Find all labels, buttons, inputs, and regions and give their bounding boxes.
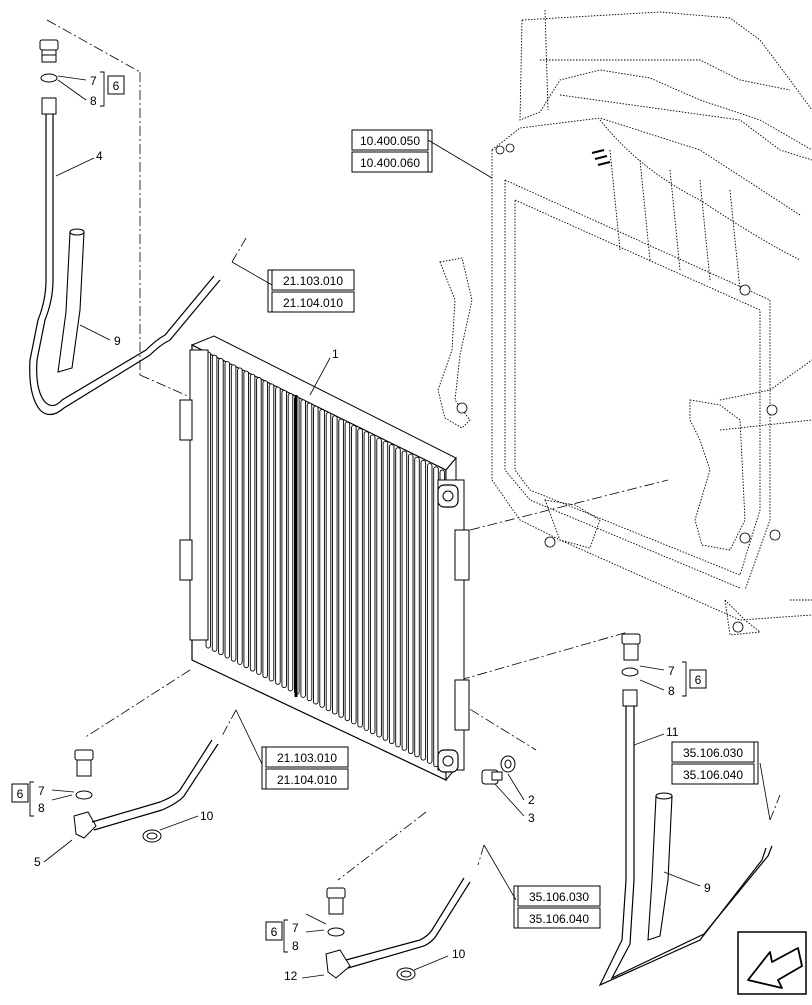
fitting-right — [621, 633, 641, 707]
cooler-fin — [249, 373, 256, 672]
callout-c-3: 3 — [528, 811, 535, 825]
callout-ll-7: 7 — [38, 784, 45, 798]
cooler-fin — [388, 444, 395, 745]
cooler-fin — [351, 424, 357, 725]
ref-bottom-mid-a[interactable]: 35.106.030 — [529, 890, 589, 904]
cooler-fin — [338, 418, 344, 718]
fitting-lower-left — [73, 749, 97, 839]
cooler-fin — [344, 421, 351, 722]
callout-ll-8: 8 — [38, 801, 45, 815]
cooler-fin — [414, 456, 420, 758]
ref-top-right-b[interactable]: 10.400.060 — [360, 156, 420, 170]
cooler-fin — [243, 370, 249, 669]
callout-b-7: 7 — [292, 921, 299, 935]
cooler-fin — [268, 383, 275, 682]
cooler-fin — [218, 357, 224, 656]
ref-right-mid-b[interactable]: 35.106.040 — [683, 768, 743, 782]
pipe-4 — [29, 114, 221, 416]
cooler-fin — [230, 364, 237, 662]
cooler-fin — [407, 453, 414, 755]
reference-boxes — [11, 75, 759, 941]
boxed-label-bottom[interactable]: 6 — [271, 925, 278, 939]
callout-r-9: 9 — [704, 881, 711, 895]
clamp-10-bottom — [396, 967, 416, 981]
cooler-fin — [420, 459, 427, 761]
cooler-fin — [262, 380, 268, 679]
cooler-1 — [179, 335, 470, 782]
pipe-12 — [345, 877, 471, 969]
cooler-fin — [369, 434, 376, 735]
fitting-bottom — [325, 887, 351, 979]
machine-frame — [437, 9, 812, 636]
ref-lower-mid-b[interactable]: 21.104.010 — [277, 773, 337, 787]
vent-marks — [591, 149, 611, 166]
callout-leaders — [43, 75, 771, 979]
callout-ll-10: 10 — [200, 809, 214, 823]
boxed-label-left-lower[interactable]: 6 — [17, 787, 24, 801]
cooler-fin — [313, 405, 319, 705]
washer-bolt-2-3 — [481, 755, 516, 785]
ref-upper-mid-a[interactable]: 21.103.010 — [283, 274, 343, 288]
ref-right-mid-a[interactable]: 35.106.030 — [683, 746, 743, 760]
navigation-arrow-icon[interactable] — [737, 931, 807, 995]
boxed-label-right[interactable]: 6 — [695, 673, 702, 687]
ref-top-right-a[interactable]: 10.400.050 — [360, 134, 420, 148]
callout-b-8: 8 — [292, 939, 299, 953]
cooler-fin — [256, 377, 262, 675]
cooler-fins — [205, 351, 446, 771]
pipe-11 — [598, 706, 773, 987]
callout-tl-7: 7 — [90, 74, 97, 88]
callout-r-8: 8 — [668, 684, 675, 698]
cooler-fin — [211, 354, 218, 652]
cooler-fin — [224, 361, 231, 659]
callout-b-12: 12 — [284, 969, 298, 983]
cooler-fin — [300, 399, 306, 698]
callout-b-10: 10 — [452, 947, 466, 961]
callout-tl-4: 4 — [96, 149, 103, 163]
boxed-label-top-left[interactable]: 6 — [113, 79, 120, 93]
cooler-fin — [306, 402, 313, 702]
cooler-fin — [426, 463, 433, 764]
cooler-fin — [281, 389, 287, 689]
callout-center-1: 1 — [332, 347, 339, 361]
clamp-10-left — [142, 829, 162, 843]
callout-ll-5: 5 — [34, 855, 41, 869]
cooler-fin — [237, 367, 243, 665]
callout-tl-8: 8 — [90, 94, 97, 108]
fitting-top-left — [39, 39, 59, 115]
callout-tl-9: 9 — [114, 334, 121, 348]
cooler-fin — [325, 412, 332, 712]
cooler-fin — [401, 450, 408, 751]
cooler-fin — [395, 447, 401, 748]
callout-c-2: 2 — [528, 793, 535, 807]
cooler-fin — [376, 437, 382, 738]
cooler-fin — [319, 408, 325, 708]
callout-r-7: 7 — [668, 664, 675, 678]
cooler-fin — [357, 428, 363, 728]
cooler-fin — [287, 393, 294, 692]
ref-bottom-mid-b[interactable]: 35.106.040 — [529, 912, 589, 926]
ref-upper-mid-b[interactable]: 21.104.010 — [283, 296, 343, 310]
dashdot-leaders — [46, 19, 781, 881]
hose-9-right — [647, 792, 673, 941]
cooler-fin — [363, 431, 370, 731]
ref-lower-mid-a[interactable]: 21.103.010 — [277, 751, 337, 765]
callout-r-11: 11 — [666, 725, 679, 739]
pipe-5 — [91, 739, 219, 831]
hose-9-top-left — [57, 228, 85, 373]
machine-bolts — [456, 143, 781, 633]
cooler-fin — [275, 386, 281, 685]
group-brackets — [29, 71, 687, 953]
cooler-fin — [332, 415, 338, 715]
cooler-fin — [382, 440, 389, 741]
